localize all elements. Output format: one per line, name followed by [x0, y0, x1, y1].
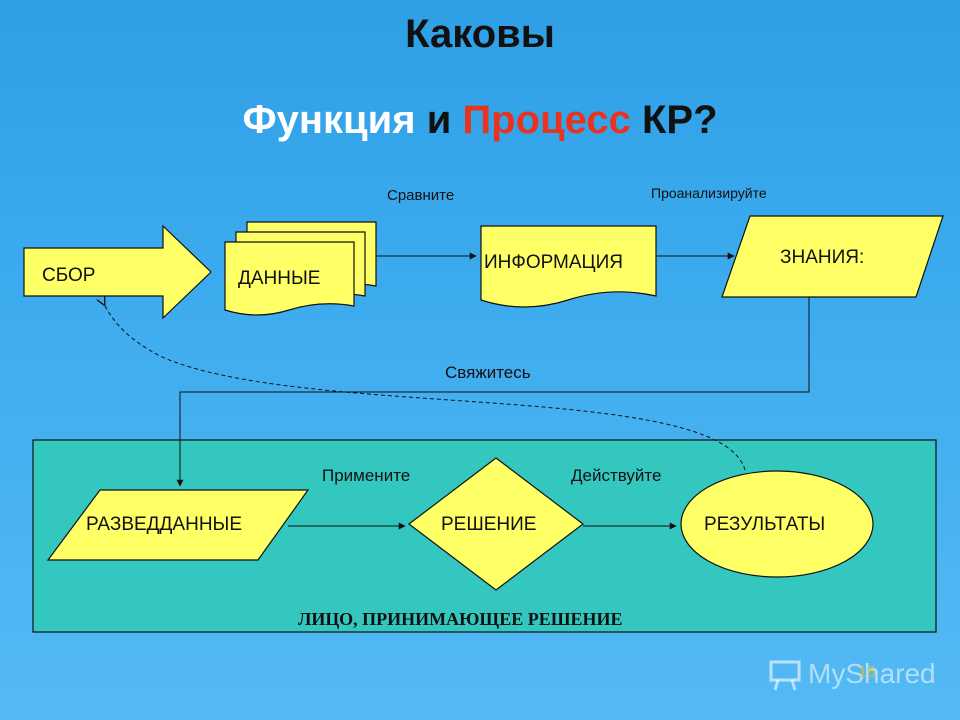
intelligence-label: РАЗВЕДДАННЫЕ: [86, 514, 243, 535]
edge-label-communicate: Свяжитесь: [445, 363, 531, 382]
decision-label: РЕШЕНИЕ: [441, 514, 537, 535]
edge-label-apply: Примените: [322, 466, 411, 485]
title-suffix: КР?: [641, 98, 718, 142]
edge-label-analyze: Проанализируйте: [651, 185, 767, 201]
knowledge-shape: [721, 215, 944, 298]
decision-shape: [408, 457, 584, 591]
title-process-word: Процесс: [462, 98, 631, 142]
information-label: ИНФОРМАЦИЯ: [484, 252, 623, 273]
presentation-icon: [769, 660, 801, 691]
page-number: 16: [858, 664, 876, 681]
collect-shape: [23, 224, 212, 320]
watermark-logo: MyShared: [768, 654, 948, 698]
title-line-1: Каковы: [405, 12, 555, 56]
knowledge-label: ЗНАНИЯ:: [780, 247, 865, 268]
results-shape: [680, 470, 874, 578]
results-label: РЕЗУЛЬТАТЫ: [704, 514, 826, 535]
decision-maker-caption: ЛИЦО, ПРИНИМАЮЩЕЕ РЕШЕНИЕ: [298, 609, 623, 629]
data-label: ДАННЫЕ: [238, 268, 321, 289]
data-doc-front: [224, 241, 355, 316]
edge-label-act: Действуйте: [571, 466, 662, 485]
edge-label-compare: Сравните: [387, 187, 455, 204]
collect-label: СБОР: [42, 265, 96, 286]
arrow-knowledge-to-intelligence: [176, 297, 810, 487]
title-and-word: и: [426, 98, 452, 142]
watermark-brand: MyShared: [808, 658, 936, 689]
feedback-arrow-results-to-collect: [104, 304, 746, 471]
title-function-word: Функция: [242, 98, 416, 142]
title-line-2: Функция и Процесс КР?: [0, 98, 960, 143]
intelligence-shape: [46, 489, 310, 561]
information-shape: [480, 225, 657, 308]
